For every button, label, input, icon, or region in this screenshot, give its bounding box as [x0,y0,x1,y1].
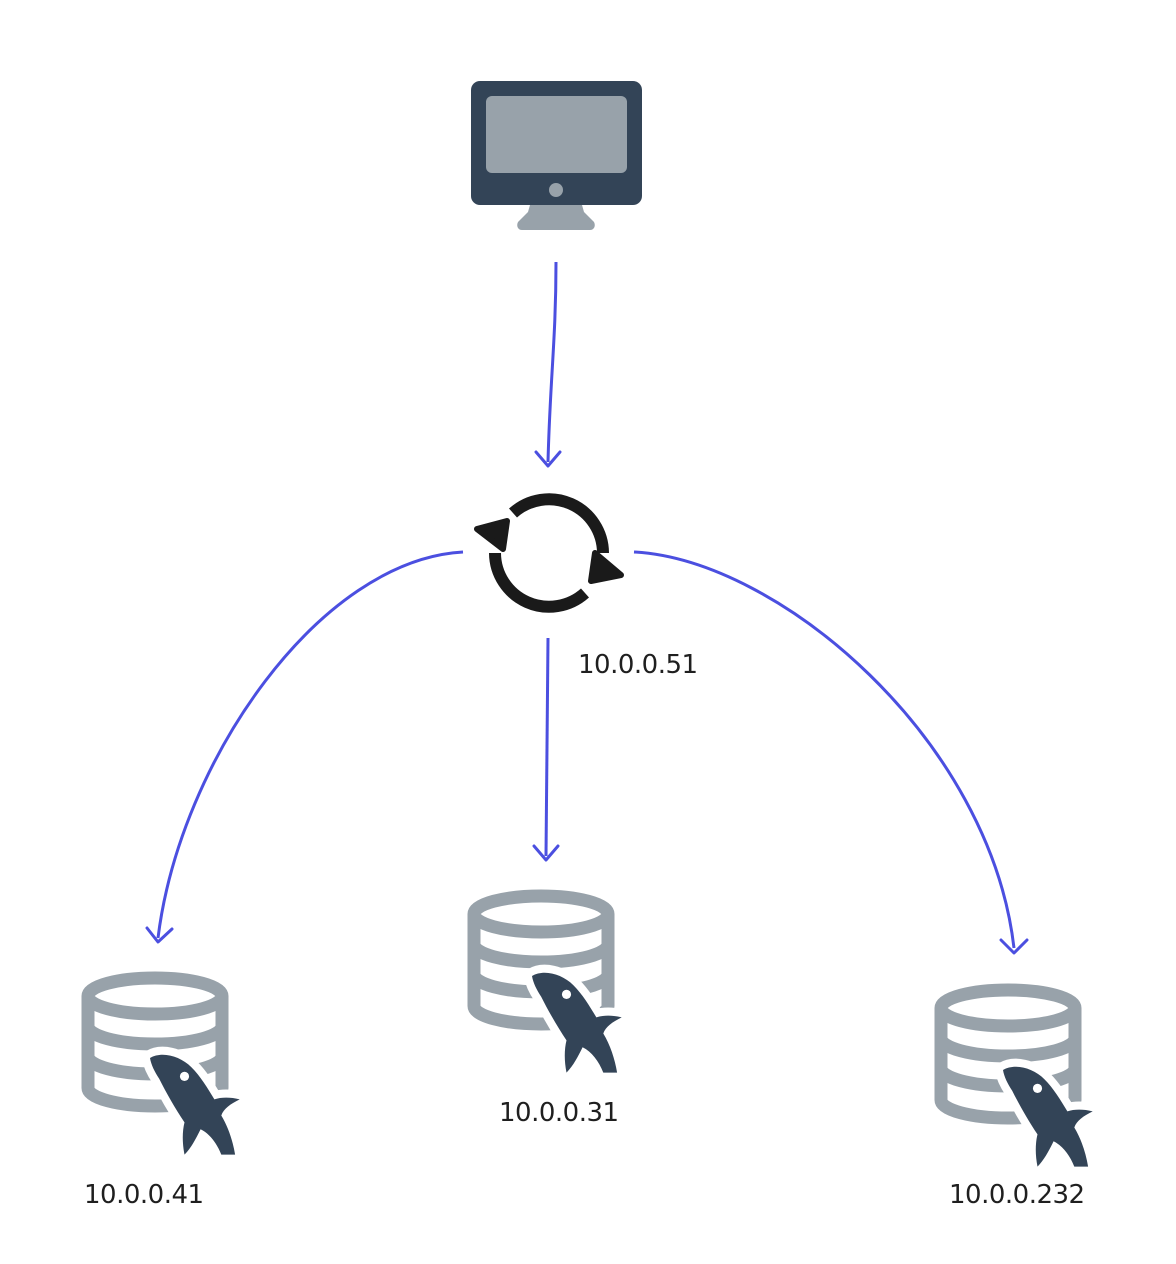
mysql-database-icon-left [88,978,240,1155]
edge-proxy-to-db-right [633,550,1029,955]
edge-proxy-to-db-left [145,550,464,944]
mysql-database-icon-right [941,990,1093,1167]
monitor-icon [471,81,642,230]
edge-proxy-to-db-center [532,637,560,862]
edge-client-to-proxy [534,261,562,468]
db-right-ip-label: 10.0.0.232 [949,1180,1085,1210]
db-center-ip-label: 10.0.0.31 [499,1098,619,1128]
db-left-ip-label: 10.0.0.41 [84,1180,204,1210]
sync-icon [474,493,624,613]
edges [145,261,1029,955]
mysql-database-icon-center [474,896,622,1073]
proxy-ip-label: 10.0.0.51 [578,650,698,680]
